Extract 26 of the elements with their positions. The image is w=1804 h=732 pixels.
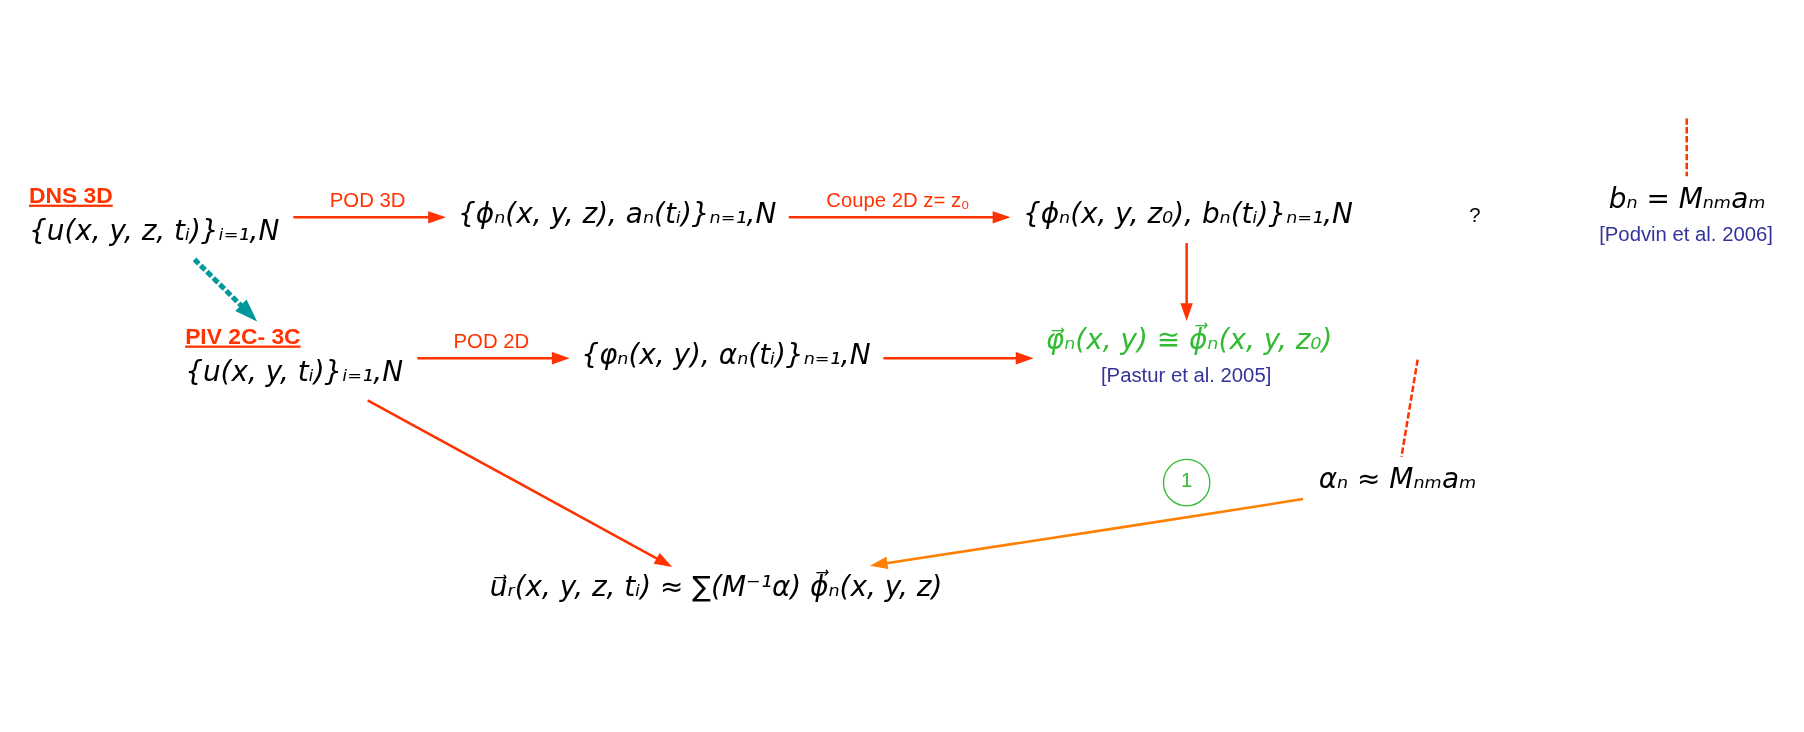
node-text: φ⃗ₙ(x, y) ≅ ϕ⃗ₙ(x, y, z₀) <box>1045 322 1333 356</box>
node-text: {ϕₙ(x, y, z₀), bₙ(tᵢ)}ₙ₌₁,N <box>1022 196 1353 230</box>
node-label: [Podvin et al. 2006] <box>1599 222 1773 245</box>
arrow <box>1180 242 1193 321</box>
node-text: {φₙ(x, y), αₙ(tᵢ)}ₙ₌₁,N <box>581 337 871 371</box>
arrow <box>192 257 258 321</box>
node-text: bₙ = Mₙₘaₘ <box>1608 181 1766 215</box>
arrow <box>788 210 1011 224</box>
edge-label: POD 2D <box>453 329 530 352</box>
node-label: [Pastur et al. 2005] <box>1100 363 1272 386</box>
node-text: u⃗ᵣ(x, y, z, tᵢ) ≈ ∑(M⁻¹α) ϕ⃗ₙ(x, y, z) <box>489 569 943 603</box>
node-text: PIV 2C- 3C {u(x, y, tᵢ)}ᵢ₌₁,N <box>185 322 404 388</box>
arrow <box>883 351 1034 364</box>
label: 1 <box>1181 468 1193 491</box>
arrow <box>293 210 446 224</box>
node-text: DNS 3D {u(x, y, z, tᵢ)}ᵢ₌₁,N <box>29 181 280 247</box>
label: ? <box>1469 203 1481 226</box>
connector <box>1685 117 1689 176</box>
edge-label: POD 3D <box>329 188 406 211</box>
connector <box>1400 358 1419 457</box>
arrow <box>869 497 1304 569</box>
node-text: {ϕₙ(x, y, z), aₙ(tᵢ)}ₙ₌₁,N <box>458 196 777 230</box>
edge-label: Coupe 2D z= z₀ <box>826 188 970 211</box>
arrow <box>367 398 673 567</box>
arrow <box>417 351 570 364</box>
node-text: αₙ ≈ Mₙₘaₘ <box>1318 461 1477 495</box>
